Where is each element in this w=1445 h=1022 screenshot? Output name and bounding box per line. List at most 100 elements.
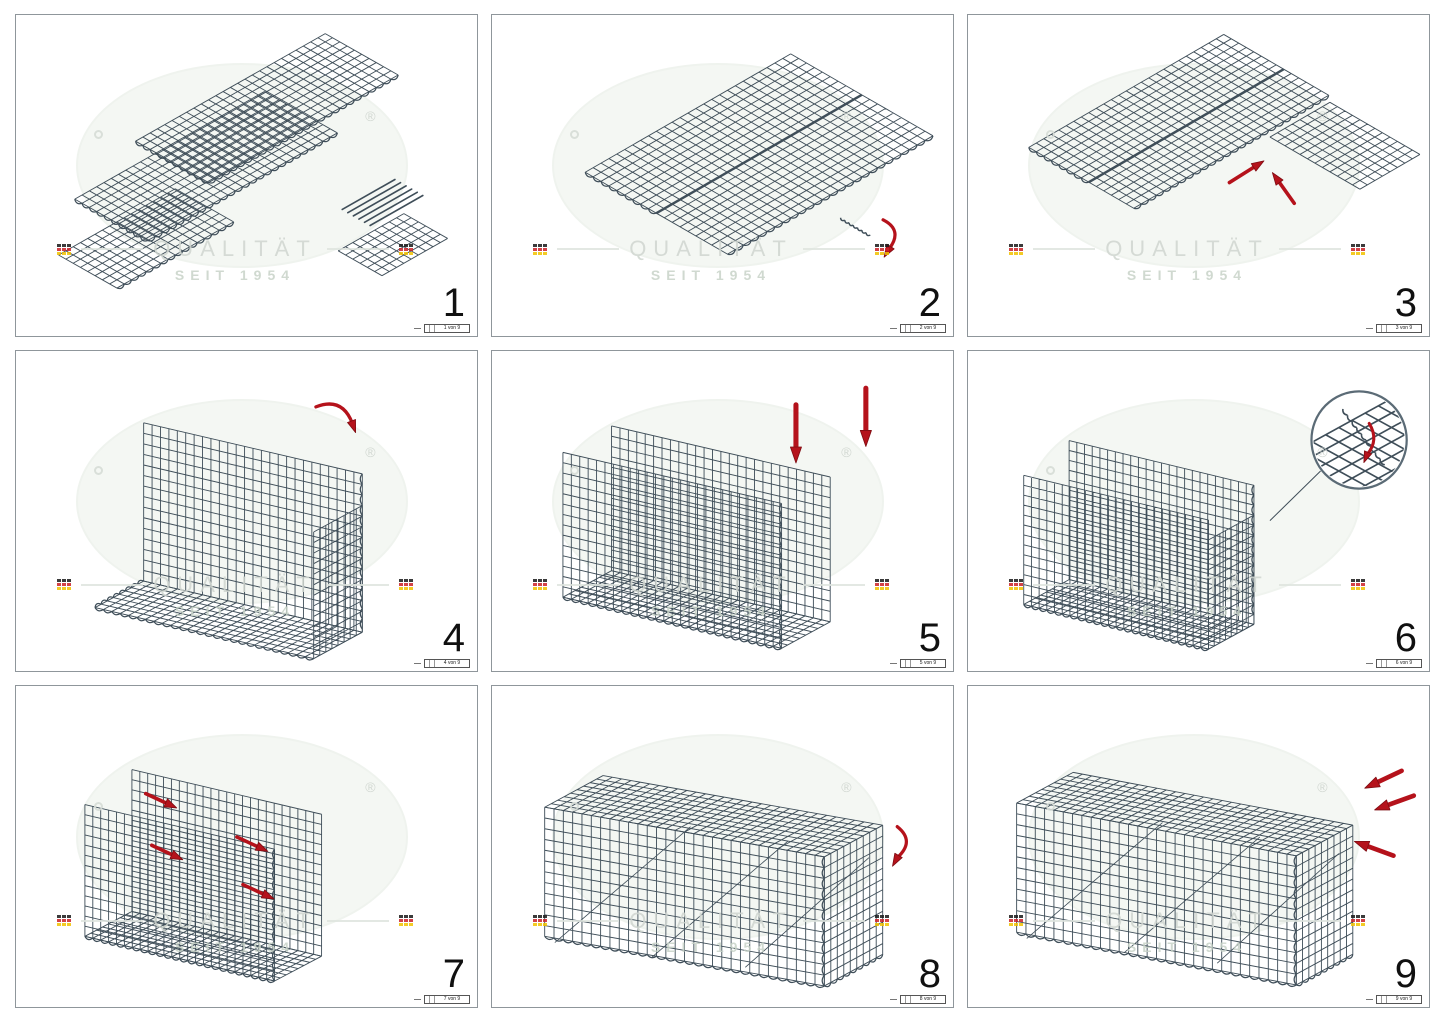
title-block-cell	[901, 995, 906, 1003]
watermark-ellipse	[75, 398, 408, 604]
step-figure	[58, 33, 448, 290]
step-figure	[1016, 768, 1417, 988]
registered-trademark-icon: ®	[841, 107, 852, 124]
step-panel: ® QUALITÄT SEIT 1954 4 von 9 4	[15, 349, 478, 673]
title-block-tick	[414, 327, 421, 329]
watermark-dot-icon	[94, 466, 104, 476]
title-block-cell	[901, 324, 906, 332]
title-block-tick	[890, 998, 897, 1000]
title-block: 4 von 9	[414, 659, 470, 669]
step-number: 2	[918, 280, 941, 325]
title-block-cell	[1377, 995, 1382, 1003]
title-block-cell	[1377, 324, 1382, 332]
step-figure	[544, 775, 908, 989]
step-number: 6	[1394, 616, 1417, 661]
watermark-dot-icon	[1046, 130, 1056, 140]
step-number: 3	[1394, 280, 1417, 325]
step-panel: ® QUALITÄT SEIT 1954 7 von 9 7	[15, 685, 478, 1008]
title-block: 6 von 9	[1366, 659, 1422, 669]
page-indicator: 3 von 9	[1395, 324, 1413, 331]
step-number: 4	[442, 616, 465, 661]
watermark-dot-icon	[570, 466, 580, 476]
title-block: 5 von 9	[890, 659, 946, 669]
title-block-cell	[425, 660, 430, 668]
title-block-tick	[1366, 663, 1373, 665]
title-block-cell	[906, 324, 911, 332]
title-block-cell	[425, 324, 430, 332]
step-number: 8	[918, 951, 941, 996]
title-block-box: 7 von 9	[424, 994, 470, 1004]
registered-trademark-icon: ®	[365, 107, 376, 124]
step-figure	[1028, 34, 1421, 210]
title-block-cell	[906, 660, 911, 668]
step-number: 9	[1394, 951, 1417, 996]
watermark-dot-icon	[570, 801, 580, 811]
title-block-tick	[414, 998, 421, 1000]
registered-trademark-icon: ®	[365, 779, 376, 796]
page-indicator: 4 von 9	[443, 660, 461, 667]
step-number: 1	[442, 280, 465, 325]
title-block-box: 8 von 9	[900, 994, 946, 1004]
step-figure	[1023, 389, 1408, 651]
page-indicator: 1 von 9	[443, 324, 461, 331]
watermark-dot-icon	[94, 801, 104, 811]
title-block-tick	[1366, 327, 1373, 329]
watermark-ellipse	[551, 63, 884, 269]
step-panel: ® QUALITÄT SEIT 1954 8 von 9 8	[491, 685, 954, 1008]
watermark-dot-icon	[1046, 466, 1056, 476]
watermark-ellipse	[1027, 63, 1360, 269]
title-block-cell	[901, 660, 906, 668]
page-indicator: 5 von 9	[919, 660, 937, 667]
page-indicator: 2 von 9	[919, 324, 937, 331]
title-block-cell	[1382, 324, 1387, 332]
page-indicator: 6 von 9	[1395, 660, 1413, 667]
step-number: 5	[918, 616, 941, 661]
title-block-tick	[414, 663, 421, 665]
title-block-box: 3 von 9	[1376, 323, 1422, 333]
title-block-box: 1 von 9	[424, 323, 470, 333]
title-block-cell	[906, 995, 911, 1003]
step-figure	[84, 769, 323, 984]
title-block-tick	[1366, 998, 1373, 1000]
title-block: 2 von 9	[890, 323, 946, 333]
title-block-cell	[1377, 660, 1382, 668]
title-block-cell	[1382, 995, 1387, 1003]
title-block-box: 6 von 9	[1376, 659, 1422, 669]
title-block-cell	[430, 660, 435, 668]
title-block: 8 von 9	[890, 994, 946, 1004]
page-indicator: 9 von 9	[1395, 995, 1413, 1002]
title-block: 9 von 9	[1366, 994, 1422, 1004]
watermark-dot-icon	[570, 130, 580, 140]
step-figure	[94, 402, 363, 661]
registered-trademark-icon: ®	[841, 779, 852, 796]
page-indicator: 8 von 9	[919, 995, 937, 1002]
title-block-tick	[890, 663, 897, 665]
registered-trademark-icon: ®	[365, 443, 376, 460]
step-panel: ® QUALITÄT SEIT 1954 2 von 9 2	[491, 14, 954, 337]
title-block-cell	[430, 324, 435, 332]
title-block-box: 9 von 9	[1376, 994, 1422, 1004]
title-block: 1 von 9	[414, 323, 470, 333]
watermark-dot-icon	[1046, 801, 1056, 811]
title-block-tick	[890, 327, 897, 329]
step-figure	[562, 385, 872, 650]
step-panel: ® QUALITÄT SEIT 1954 9 von 9 9	[967, 685, 1430, 1008]
step-number: 7	[442, 951, 465, 996]
watermark-ellipse	[551, 734, 884, 940]
step-panel: ® QUALITÄT SEIT 1954 6 von 9 6	[967, 349, 1430, 673]
step-panel: ® QUALITÄT SEIT 1954 3 von 9 3	[967, 14, 1430, 337]
registered-trademark-icon: ®	[841, 443, 852, 460]
title-block-cell	[425, 995, 430, 1003]
watermark-ellipse	[75, 734, 408, 940]
step-panel: ® QUALITÄT SEIT 1954 5 von 9 5	[491, 349, 954, 673]
title-block-box: 4 von 9	[424, 659, 470, 669]
title-block-box: 5 von 9	[900, 659, 946, 669]
title-block-box: 2 von 9	[900, 323, 946, 333]
registered-trademark-icon: ®	[1317, 443, 1328, 460]
title-block-cell	[430, 995, 435, 1003]
registered-trademark-icon: ®	[1317, 779, 1328, 796]
registered-trademark-icon: ®	[1317, 107, 1328, 124]
title-block-cell	[1382, 660, 1387, 668]
title-block: 7 von 9	[414, 994, 470, 1004]
